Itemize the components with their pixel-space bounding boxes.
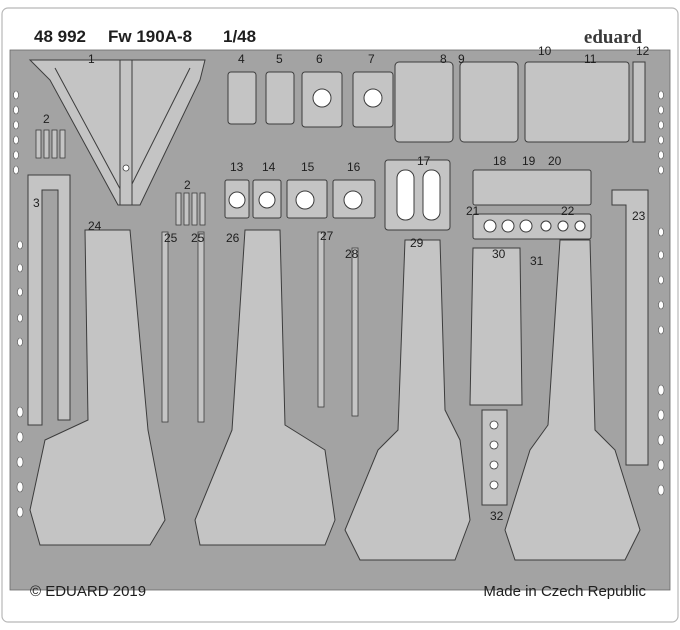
parts-18-22 xyxy=(472,169,592,240)
part-number-label: 4 xyxy=(238,52,245,66)
fret-model: Fw 190A-8 xyxy=(108,27,193,46)
part-23 xyxy=(611,189,649,466)
part-1 xyxy=(28,59,206,206)
part-31 xyxy=(504,239,641,561)
origin: Made in Czech Republic xyxy=(483,583,646,600)
part-number-label: 2 xyxy=(43,112,50,126)
part-number-label: 28 xyxy=(345,247,359,261)
fret-scale: 1/48 xyxy=(223,27,257,46)
part-number-label: 29 xyxy=(410,236,424,250)
parts-10-12 xyxy=(524,61,646,143)
part-number-label: 24 xyxy=(88,219,102,233)
part-number-label: 5 xyxy=(276,52,283,66)
part-number-label: 17 xyxy=(417,154,431,168)
frame-holes xyxy=(13,90,665,518)
part-number-label: 11 xyxy=(584,52,597,66)
part-number-label: 13 xyxy=(230,160,244,174)
part-number-label: 16 xyxy=(347,160,361,174)
part-number-label: 12 xyxy=(636,44,650,58)
part-number-label: 25 xyxy=(164,231,178,245)
part-24 xyxy=(29,229,166,546)
part-2-b xyxy=(175,192,206,226)
part-number-label: 3 xyxy=(33,196,40,210)
part-29 xyxy=(344,239,471,561)
part-number-label: 25 xyxy=(191,231,205,245)
part-number-label: 18 xyxy=(493,154,507,168)
fret-code: 48 992 xyxy=(34,27,86,46)
part-number-label: 6 xyxy=(316,52,323,66)
part-number-label: 31 xyxy=(530,254,544,268)
part-number-label: 19 xyxy=(522,154,536,168)
part-number-label: 22 xyxy=(561,204,575,218)
part-number-label: 7 xyxy=(368,52,375,66)
part-number-label: 1 xyxy=(88,52,95,66)
part-17 xyxy=(384,159,451,231)
part-2-a xyxy=(35,129,66,159)
part-number-label: 10 xyxy=(538,44,552,58)
part-26 xyxy=(194,229,336,546)
part-number-label: 32 xyxy=(490,509,504,523)
part-3 xyxy=(27,174,71,426)
part-30 xyxy=(469,247,523,406)
parts-8-9 xyxy=(394,61,519,143)
parts-27-28 xyxy=(317,231,359,417)
part-number-label: 30 xyxy=(492,247,506,261)
part-number-label: 27 xyxy=(320,229,334,243)
part-32 xyxy=(481,409,508,506)
parts-25 xyxy=(161,231,205,423)
part-number-label: 9 xyxy=(458,52,465,66)
copyright: © EDUARD 2019 xyxy=(30,583,147,600)
part-number-label: 14 xyxy=(262,160,276,174)
parts-4-7 xyxy=(227,71,394,128)
part-number-label: 23 xyxy=(632,209,646,223)
part-number-label: 26 xyxy=(226,231,240,245)
part-number-label: 8 xyxy=(440,52,447,66)
part-number-label: 15 xyxy=(301,160,315,174)
part-number-label: 2 xyxy=(184,178,191,192)
brand-logo: eduard xyxy=(583,27,642,48)
parts-13-16 xyxy=(224,179,376,219)
part-number-label: 21 xyxy=(466,204,480,218)
part-number-label: 20 xyxy=(548,154,562,168)
